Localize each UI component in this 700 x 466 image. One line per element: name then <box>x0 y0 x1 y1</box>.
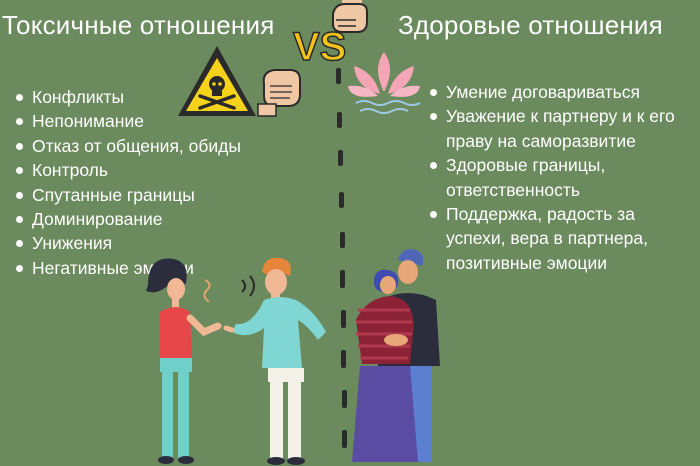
vs-label: VS <box>293 25 346 69</box>
woman-figure <box>146 258 222 464</box>
list-item: Поддержка, радость за успехи, вера в пар… <box>428 202 690 275</box>
list-item: Спутанные границы <box>14 183 304 207</box>
divider-dashes <box>336 68 347 448</box>
list-item: Здоровые границы, ответственность <box>428 153 690 202</box>
list-item: Непонимание <box>14 109 304 133</box>
toxic-title: Токсичные отношения <box>2 10 275 40</box>
list-item: Доминирование <box>14 207 304 231</box>
couple-figure <box>352 249 440 462</box>
fist-icon <box>332 0 368 33</box>
warning-skull-icon <box>178 46 256 116</box>
list-item: Контроль <box>14 158 304 182</box>
fist-icon <box>257 69 301 117</box>
lotus-icon <box>348 52 421 114</box>
list-item: Отказ от общения, обиды <box>14 134 304 158</box>
list-item: Уважение к партнеру и к его праву на сам… <box>428 104 690 153</box>
man-figure <box>223 257 326 465</box>
list-item: Конфликты <box>14 85 304 109</box>
list-item: Умение договариваться <box>428 80 690 104</box>
list-item: Унижения <box>14 231 304 255</box>
healthy-title: Здоровые отношения <box>398 10 663 40</box>
healthy-list: Умение договариваться Уважение к партнер… <box>428 80 690 275</box>
